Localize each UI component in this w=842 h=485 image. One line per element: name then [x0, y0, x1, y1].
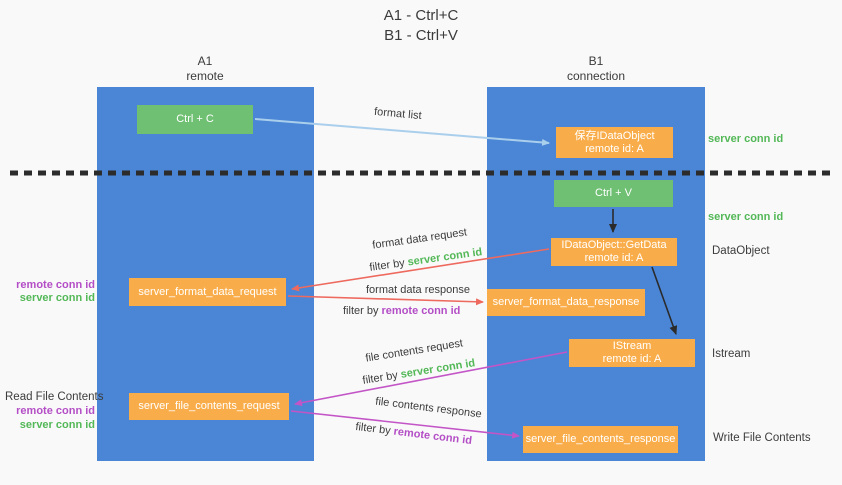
file-contents-response-arrow: [290, 410, 520, 439]
right-server-conn-id-note-2: server conn id: [708, 211, 784, 223]
ctrl-c-label: Ctrl + C: [176, 113, 214, 125]
server-format-data-response-node: server_format_data_response: [487, 289, 645, 316]
left-remote-conn-id-note-1: remote conn id: [16, 279, 95, 291]
getdata-line2: remote id: A: [584, 252, 644, 264]
getdata-line1: IDataObject::GetData: [561, 239, 667, 251]
lifeline-a1-role: remote: [186, 69, 224, 83]
lifeline-b1-role: connection: [566, 69, 626, 83]
lifeline-a1-name: A1: [197, 54, 213, 68]
istream-note: Istream: [712, 348, 751, 360]
server-file-contents-request-label: server_file_contents_request: [138, 400, 280, 412]
filter-by-remote-conn-id-label-1: filter by remote conn id: [343, 305, 460, 317]
server-file-contents-request-node: server_file_contents_request: [129, 393, 289, 420]
title-line-2: B1 - Ctrl+V: [384, 27, 458, 44]
format-data-response-arrow: [287, 295, 484, 306]
format-data-request-arrow: [291, 248, 550, 292]
lifeline-b1-header: B1 connection: [536, 54, 656, 84]
server-format-data-request-node: server_format_data_request: [129, 278, 286, 306]
ctrl-v-label: Ctrl + V: [595, 187, 632, 199]
title-line-1: A1 - Ctrl+C: [383, 7, 459, 24]
left-server-conn-id-note-2: server conn id: [19, 419, 95, 431]
dataobject-note: DataObject: [712, 245, 770, 257]
istream-node: IStream remote id: A: [569, 339, 695, 367]
save-idataobject-line2: remote id: A: [585, 142, 644, 155]
server-file-contents-response-label: server_file_contents_response: [525, 433, 676, 445]
save-idataobject-node: 保存IDataObject remote id: A: [556, 127, 673, 158]
right-server-conn-id-note-1: server conn id: [708, 133, 784, 145]
write-file-contents-note: Write File Contents: [713, 432, 811, 444]
format-data-response-label: format data response: [366, 284, 470, 296]
format-list-arrow: [254, 118, 550, 146]
file-contents-request-arrow: [294, 351, 568, 407]
server-format-data-request-label: server_format_data_request: [138, 285, 277, 298]
istream-line1: IStream: [612, 340, 652, 352]
istream-line2: remote id: A: [602, 353, 662, 365]
getdata-to-istream-arrow: [651, 266, 678, 335]
save-idataobject-line1: 保存IDataObject: [574, 129, 655, 142]
read-file-contents-note: Read File Contents: [5, 391, 104, 403]
lifeline-b1-name: B1: [588, 54, 604, 68]
filter-by-text: filter by: [343, 305, 382, 317]
left-remote-conn-id-note-2: remote conn id: [16, 405, 95, 417]
ctrl-c-node: Ctrl + C: [137, 105, 253, 134]
lifeline-a1-header: A1 remote: [145, 54, 265, 84]
ctrl-v-node: Ctrl + V: [554, 180, 673, 207]
idataobject-getdata-node: IDataObject::GetData remote id: A: [551, 238, 677, 266]
server-file-contents-response-node: server_file_contents_response: [523, 426, 678, 453]
remote-conn-id-text: remote conn id: [381, 305, 461, 317]
left-server-conn-id-note-1: server conn id: [19, 292, 95, 304]
server-format-data-response-label: server_format_data_response: [492, 296, 640, 308]
diagram-title: A1 - Ctrl+C B1 - Ctrl+V: [321, 6, 521, 46]
